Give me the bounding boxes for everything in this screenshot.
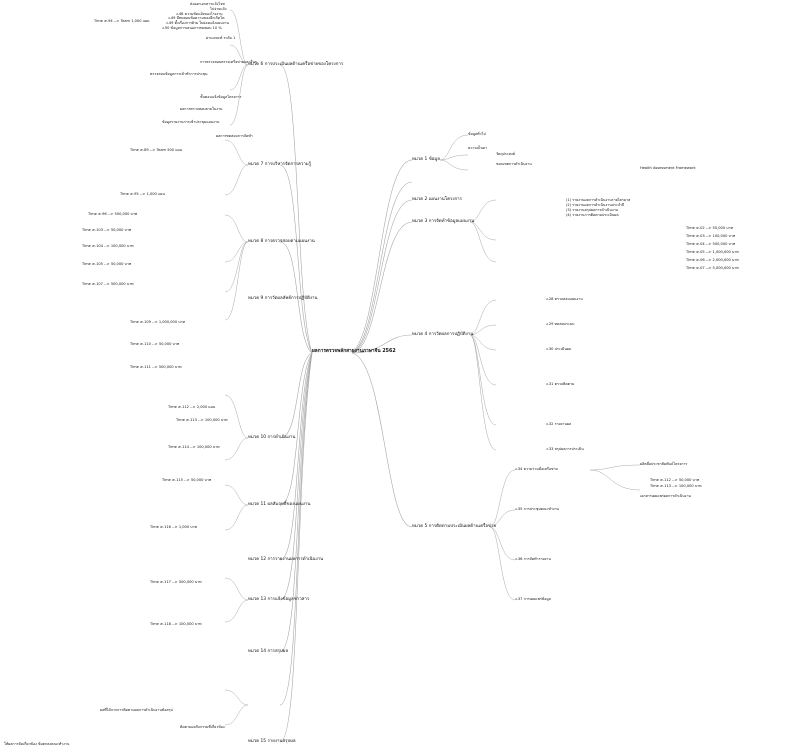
right-item: ง.37 การเผยแพร่ข้อมูล	[515, 597, 551, 601]
left-section: หมวด 9 การวัดผลลัพธ์การปฏิบัติงาน	[248, 296, 318, 301]
left-bottom-note: ติดตามผลกิจกรรมที่เกี่ยวข้อง	[180, 725, 225, 729]
left-time-row: Time ≥.111 --> 500,000 บาท	[130, 365, 182, 369]
right-item: ง.34 ความร่วมมือเครือข่าย	[515, 467, 558, 471]
left-branch-label: ผลการทดสอบการจัดทำ	[216, 134, 253, 138]
right-far-item: Time ≥.112 --> 50,000 บาท	[650, 478, 700, 482]
left-time-row: Time ≥.114 --> 100,000 บาท	[168, 445, 220, 449]
right-item: ง.32 รายงานผล	[546, 422, 572, 426]
left-top-item: ส่งออกเอกสารแจ้งโจท	[190, 2, 225, 6]
left-top-item: ง.48 ความขัดแย้งของโรงงาน	[176, 12, 223, 16]
right-item: ง.29 ทดสอบระบบ	[546, 322, 575, 326]
left-branch-label: ข้อมูลรายงานการเข้าประชุมแผนงาน	[162, 120, 220, 124]
left-branch-label: การตรวจสอบตรวจเครือข่ายและอื่นๆ	[200, 60, 257, 64]
right-money-row: Time ≥.05 --> 1,000,000 บาท	[686, 250, 739, 254]
right-far-item: ผลิตสื่อประชาสัมพันธ์โครงการ	[640, 462, 688, 466]
left-time-row: Time ≥.104 --> 100,000 บาท	[82, 244, 134, 248]
right-item: วัตถุประสงค์	[496, 152, 516, 156]
right-branch: หมวด 4 การวัดผลการปฏิบัติงาน	[412, 332, 474, 337]
left-time-row: Time ≥.117 --> 500,000 บาท	[150, 580, 202, 584]
right-money-row: Time ≥.07 --> 5,000,000 บาท	[686, 266, 739, 270]
right-item: ขอบเขตการดำเนินงาน	[496, 162, 532, 166]
left-section: หมวด 7 การบริหารจัดการความรู้	[248, 162, 312, 167]
left-time-row: Time ≥.95 --> 1,000 แผน	[120, 192, 165, 196]
left-time-row: Time ≥.105 --> 50,000 บาท	[82, 262, 132, 266]
left-branch-label: ขั้นตอนแจ้งข้อมูลโครงการ	[200, 95, 242, 99]
left-top-item: ง.49 มีทดสอบข้อความของอีกเกิดโค	[168, 16, 225, 20]
left-section: หมวด 15 รายงานสรุปผล	[248, 739, 296, 744]
right-item: ง.33 สรุปผลการประเมิน	[546, 447, 584, 451]
left-time-row: Time ≥.115 --> 50,000 บาท	[162, 478, 212, 482]
right-item: (2) รายงานผลการดำเนินงานประจำปี	[566, 203, 625, 207]
right-branch: หมวด 2 แผนงานโครงการ	[412, 197, 462, 202]
right-item: ง.36 การจัดทำรายงาน	[515, 557, 551, 561]
left-section: หมวด 10 การดำเนินงาน	[248, 435, 296, 440]
right-item: (1) รายงานผลการดำเนินงานรายไตรมาส	[566, 198, 631, 202]
right-item: (3) รายงานสรุปผลการดำเนินงาน	[566, 208, 619, 212]
right-money-row: Time ≥.04 --> 500,000 บาท	[686, 242, 736, 246]
left-bottom-note: ให้ผลการจัดเกี่ยวข้อง ข้อตกลงคณะทำงาน	[4, 742, 70, 746]
right-money-row: Time ≥.06 --> 2,000,000 บาท	[686, 258, 739, 262]
left-time-row: Time ≥.107 --> 500,000 บาท	[82, 282, 134, 286]
left-section: หมวด 14 การสรุปผล	[248, 649, 289, 654]
right-item: ง.28 ตรวจสอบแผนงาน	[546, 297, 583, 301]
left-time-row: Time ≥.118 --> 100,000 บาท	[150, 622, 202, 626]
left-time-row: Time ≥.116 --> 1,000 บาท	[150, 525, 197, 529]
left-bottom-note: ผลที่ได้จากการติดตามผลการดำเนินงานข้อสรุ…	[100, 708, 173, 712]
left-branch-label: ผลการตรวจสอบตามใบงาน	[180, 107, 223, 111]
left-section: หมวด 11 ผลสัมฤทธิ์ของแผนงาน	[248, 502, 311, 507]
left-section: หมวด 6 การประเมินผลด้านเครือข่ายของโครงก…	[248, 62, 344, 67]
right-item: ความเป็นมา	[468, 146, 488, 150]
left-time-row: Time ≥.109 --> 1,000,000 บาท	[130, 320, 185, 324]
right-item: ง.31 ตรวจติดตาม	[546, 382, 575, 386]
right-branch: หมวด 3 การจัดทำข้อมูลแผนงาน	[412, 219, 475, 224]
left-section: หมวด 12 การรายงานผลการดำเนินงาน	[248, 557, 324, 562]
left-time-row: Time ≥.89 --> Team 500 แผน	[130, 148, 183, 152]
root-node: ผลการตรวจพลักสายงานภาษาจีน 2562	[312, 349, 396, 354]
left-top-item: ง.49 ตั้งเรื่องการย้าย ใบย่อยแจ้งแผนงาน	[166, 21, 229, 25]
left-branch-label: ผ่านเกณฑ์ ระดับ 1	[206, 36, 236, 40]
right-item: ง.35 การประชุมคณะทำงาน	[515, 507, 559, 511]
right-item: ข้อมูลทั่วไป	[468, 132, 486, 136]
right-money-row: Time ≥.02 --> 50,000 บาท	[686, 226, 733, 230]
left-branch-label: ตรวจสอบข้อมูลการเข้าทำการประชุม	[150, 72, 208, 76]
left-time-row: Time ≥.96 --> 500,000 บาท	[88, 212, 138, 216]
right-branch: หมวด 5 การติดตามประเมินผลด้านเครือข่าย	[412, 524, 497, 529]
right-far-item: เอกสารเผยแพร่ผลการดำเนินงาน	[640, 494, 691, 498]
right-branch: หมวด 1 ข้อมูล	[412, 157, 440, 162]
right-item: ง.30 ประเมินผล	[546, 347, 572, 351]
left-section: หมวด 8 การตรวจสอบตามแผนงาน	[248, 239, 315, 244]
right-far-item: Time ≥.113 --> 100,000 บาท	[650, 484, 702, 488]
left-time-row: Time ≥.112 --> 2,000 แผน	[168, 405, 216, 409]
left-time-row: Time ≥.110 --> 50,000 บาท	[130, 342, 180, 346]
left-section: หมวด 13 การแจ้งข้อมูลข่าวสาร	[248, 597, 310, 602]
left-time-row: Time ≥.94 --> Team 1,000 แผน	[94, 19, 150, 23]
left-time-row: Time ≥.103 --> 50,000 บาท	[82, 228, 132, 232]
left-top-item: ง.50 ข้อมูลการเสนอการทดสอบ 10 %	[162, 26, 222, 30]
left-time-row: Time ≥.113 --> 100,000 บาท	[176, 418, 228, 422]
left-top-item: ไปจ่ายแจ้ง	[210, 7, 227, 11]
right-item: (4) รายงานการติดตามประเมินผล	[566, 213, 619, 217]
right-money-row: Time ≥.03 --> 100,000 บาท	[686, 234, 736, 238]
right-item: Health Assessment Framework	[640, 166, 696, 170]
